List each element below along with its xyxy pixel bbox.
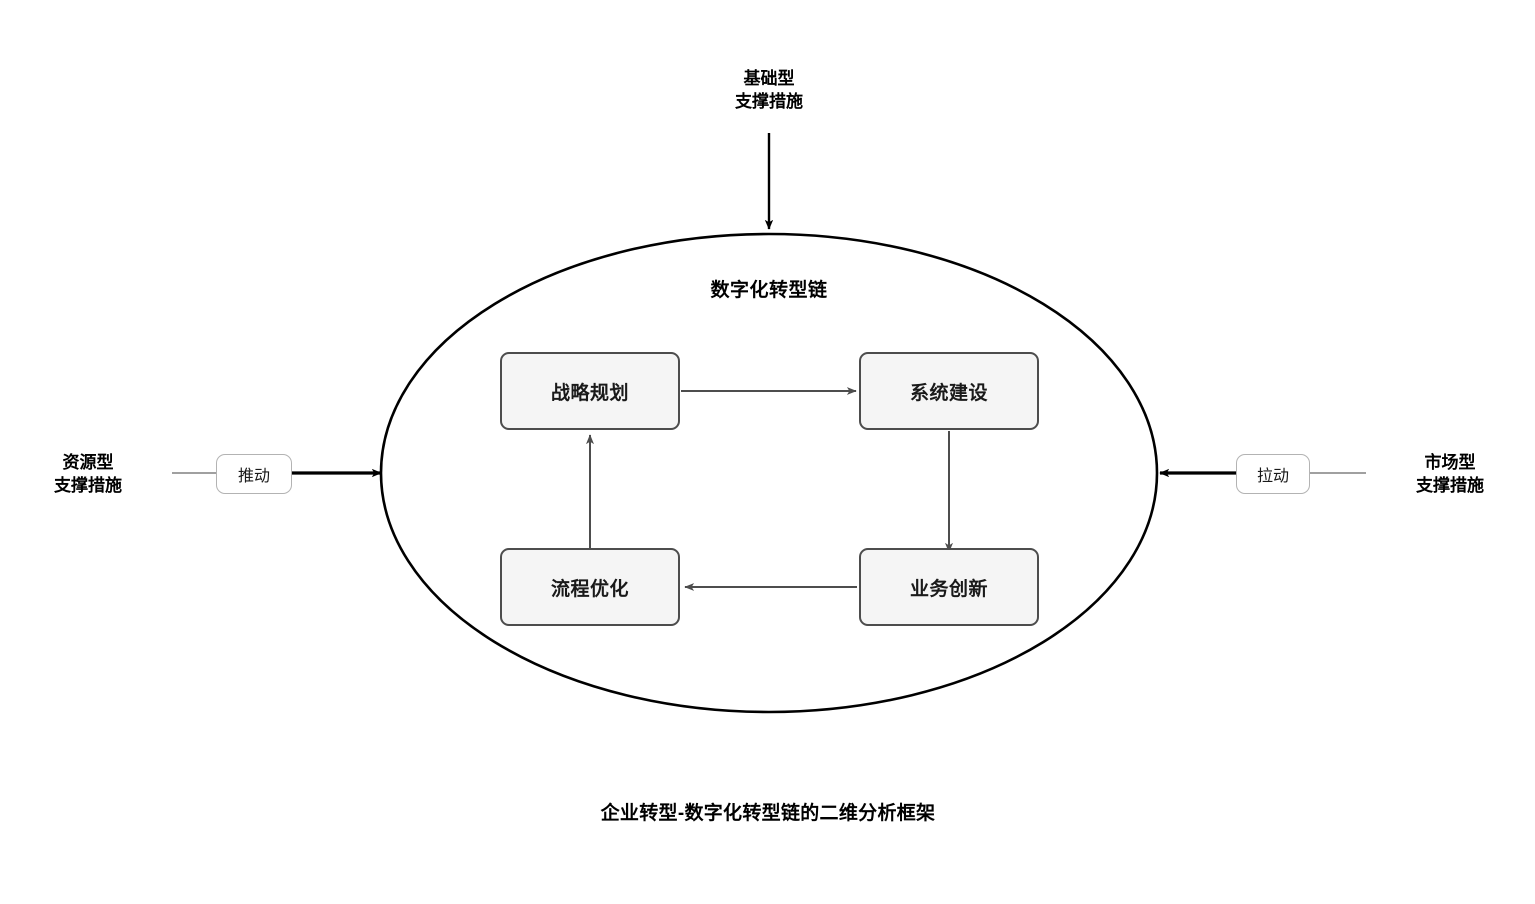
ellipse-title: 数字化转型链: [710, 280, 828, 301]
node-business-innovation[interactable]: 业务创新: [859, 548, 1039, 626]
node-strategy-planning-label: 战略规划: [550, 382, 629, 404]
node-business-innovation-label: 业务创新: [909, 578, 988, 600]
edge-label-pull-text: 拉动: [1256, 468, 1289, 485]
edge-label-pull[interactable]: 拉动: [1236, 454, 1310, 494]
node-process-optimization[interactable]: 流程优化: [500, 548, 680, 626]
label-foundation-support: 基础型 支撑措施: [735, 69, 803, 111]
label-market-support: 市场型 支撑措施: [1416, 453, 1484, 495]
node-system-construction-label: 系统建设: [909, 382, 988, 404]
label-resource-support: 资源型 支撑措施: [54, 453, 122, 495]
edge-label-push[interactable]: 推动: [216, 454, 292, 494]
node-system-construction[interactable]: 系统建设: [859, 352, 1039, 430]
node-process-optimization-label: 流程优化: [550, 578, 629, 600]
edge-label-push-text: 推动: [237, 468, 270, 485]
node-strategy-planning[interactable]: 战略规划: [500, 352, 680, 430]
transformation-chain-ellipse: [379, 232, 1159, 714]
diagram-caption: 企业转型-数字化转型链的二维分析框架: [600, 803, 936, 824]
